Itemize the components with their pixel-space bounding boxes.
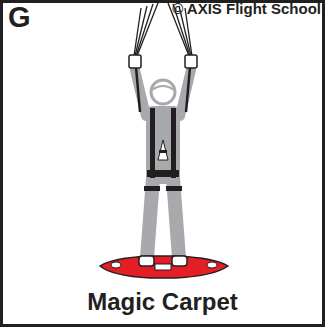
caption: Magic Carpet <box>0 289 325 315</box>
visor <box>152 86 174 90</box>
torso <box>146 106 180 184</box>
copyright-notice: © AXIS Flight School <box>172 1 321 18</box>
carpet-handle <box>155 264 171 270</box>
foot <box>139 256 154 266</box>
carpet-loop <box>207 262 217 268</box>
harness <box>144 108 182 191</box>
helmet <box>151 80 175 104</box>
brake-handle <box>129 55 141 68</box>
carpet-loop <box>111 262 121 268</box>
magic-carpet <box>100 256 228 278</box>
panel-letter: G <box>8 2 31 34</box>
risers <box>135 56 191 112</box>
brake-handle <box>185 55 197 68</box>
foot <box>172 256 187 266</box>
